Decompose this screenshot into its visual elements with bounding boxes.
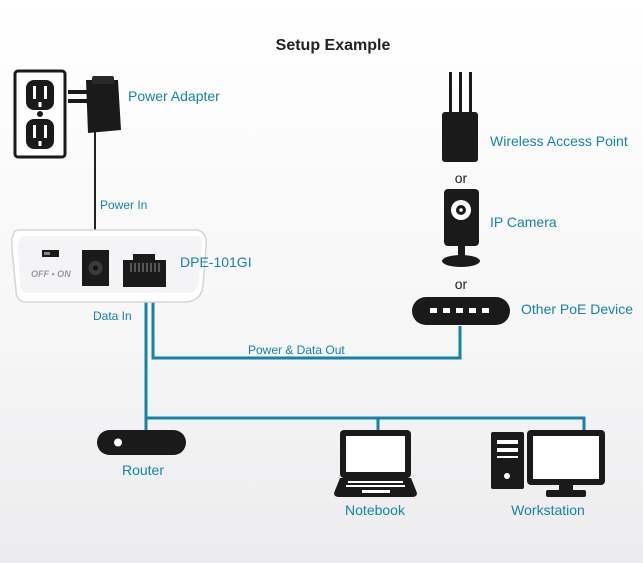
diagram-title: Setup Example	[276, 37, 391, 54]
notebook-icon	[334, 430, 417, 497]
workstation-icon	[491, 430, 605, 497]
connection-lines	[144, 262, 586, 432]
wall-outlet-icon	[13, 69, 67, 159]
power-data-out-line	[151, 262, 462, 360]
poe-injector-device	[11, 229, 208, 303]
notebook-label: Notebook	[345, 502, 406, 518]
power-adapter-label: Power Adapter	[128, 88, 220, 104]
lan-bus-line	[146, 416, 586, 432]
off-on-switch-label: OFF ▪ ON	[31, 269, 71, 279]
power-in-label: Power In	[100, 198, 147, 212]
ip-camera-label: IP Camera	[490, 214, 557, 230]
data-in-label: Data In	[93, 309, 132, 323]
or-label-2: or	[455, 276, 468, 292]
power-data-out-label: Power & Data Out	[248, 343, 345, 357]
wireless-access-point-icon	[442, 72, 478, 162]
poe-device-label: Other PoE Device	[521, 301, 633, 317]
device-name-label: DPE-101GI	[180, 254, 252, 270]
power-adapter-icon	[68, 76, 121, 133]
wap-label: Wireless Access Point	[490, 133, 628, 149]
ip-camera-icon	[442, 189, 480, 267]
poe-device-icon	[412, 297, 510, 325]
router-label: Router	[122, 462, 164, 478]
workstation-label: Workstation	[511, 502, 585, 518]
router-icon	[97, 430, 186, 455]
or-label-1: or	[455, 170, 468, 186]
